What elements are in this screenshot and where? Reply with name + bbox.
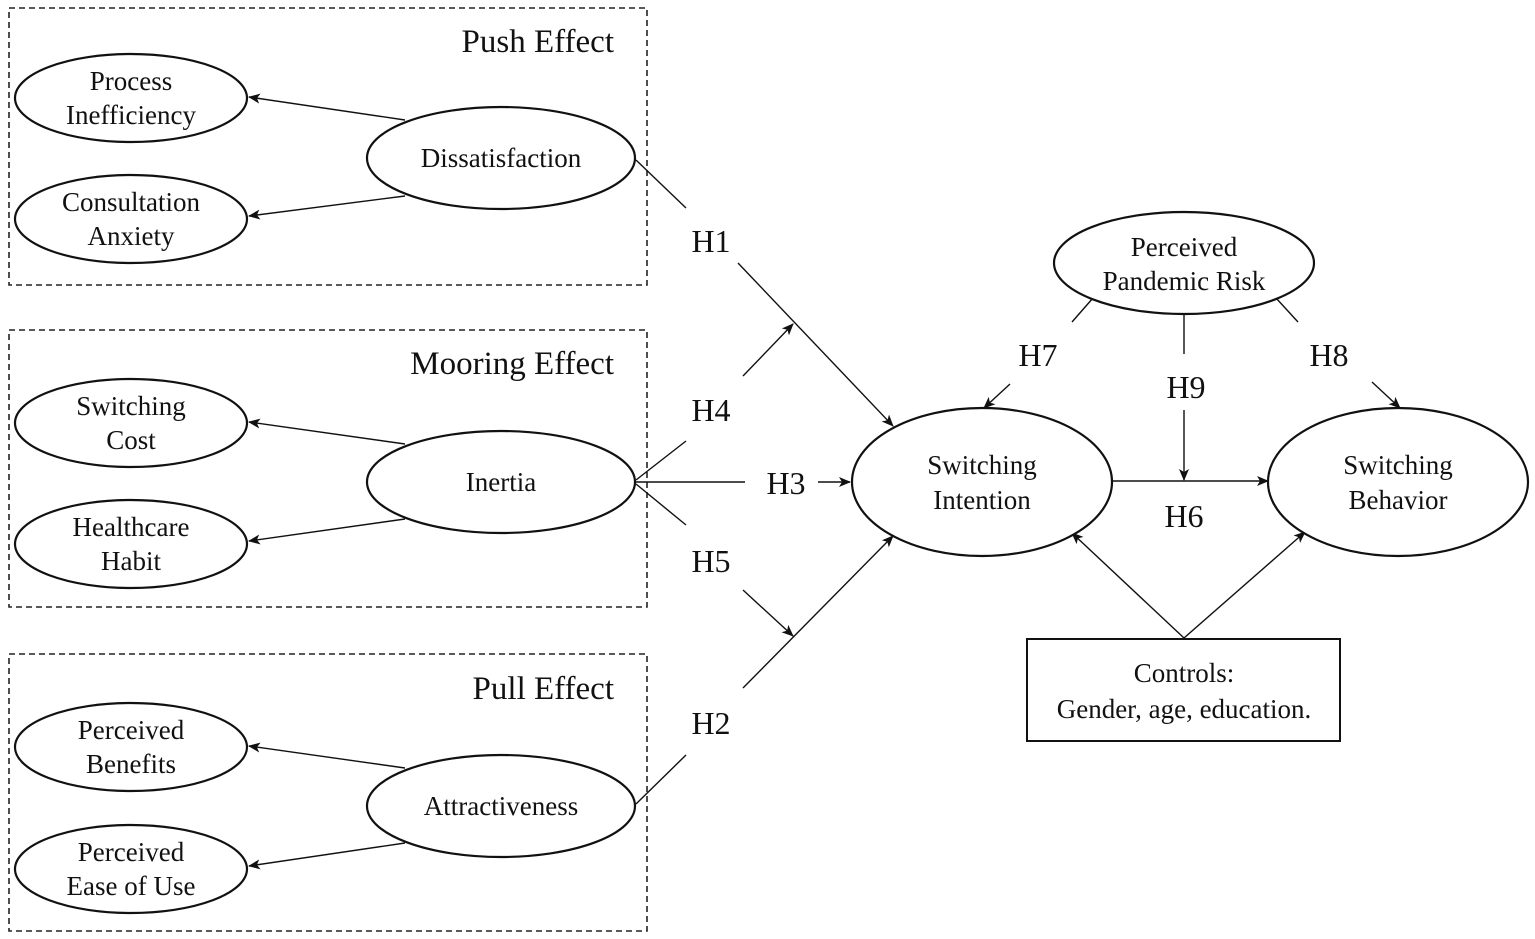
svg-text:Switching: Switching bbox=[1343, 450, 1453, 480]
mooring-effect-title: Mooring Effect bbox=[410, 346, 614, 382]
node-perceived-pandemic-risk: Perceived Pandemic Risk bbox=[1052, 210, 1316, 316]
edge-attractiveness-perceived-ease-of-use bbox=[248, 842, 406, 870]
svg-text:Benefits: Benefits bbox=[86, 749, 176, 779]
svg-text:Habit: Habit bbox=[101, 546, 161, 576]
svg-text:Ease of Use: Ease of Use bbox=[67, 871, 196, 901]
push-effect-group bbox=[8, 7, 648, 286]
edge-inertia-healthcare-habit bbox=[248, 518, 406, 545]
node-process-inefficiency: Process Inefficiency bbox=[13, 52, 249, 144]
node-attractiveness: Attractiveness bbox=[365, 753, 637, 859]
mooring-effect-group bbox=[8, 329, 648, 608]
edge-attractiveness-perceived-benefits bbox=[248, 742, 406, 769]
svg-text:Perceived: Perceived bbox=[78, 715, 185, 745]
h1-label: H1 bbox=[691, 223, 730, 259]
svg-text:Inefficiency: Inefficiency bbox=[66, 100, 196, 130]
edge-controls-switching-intention bbox=[1071, 532, 1185, 639]
node-consultation-anxiety: Consultation Anxiety bbox=[13, 173, 249, 265]
node-switching-intention: Switching Intention bbox=[850, 406, 1114, 558]
svg-text:Pandemic Risk: Pandemic Risk bbox=[1103, 266, 1266, 296]
node-perceived-benefits: Perceived Benefits bbox=[13, 701, 249, 793]
edge-h1-segment-b bbox=[737, 262, 894, 427]
h4-label: H4 bbox=[691, 392, 730, 428]
h5-label: H5 bbox=[691, 543, 730, 579]
h2-label: H2 bbox=[691, 705, 730, 741]
node-switching-behavior: Switching Behavior bbox=[1266, 406, 1530, 558]
push-effect-title: Push Effect bbox=[462, 24, 614, 60]
edge-dissatisfaction-process-inefficiency bbox=[248, 93, 406, 121]
svg-text:Behavior: Behavior bbox=[1349, 485, 1448, 515]
edge-inertia-switching-cost bbox=[248, 418, 406, 445]
node-healthcare-habit: Healthcare Habit bbox=[13, 498, 249, 590]
edge-h1-segment-a bbox=[635, 159, 687, 209]
svg-text:Gender, age, education.: Gender, age, education. bbox=[1057, 694, 1312, 724]
svg-text:Controls:: Controls: bbox=[1134, 658, 1235, 688]
edge-h8-segment-b bbox=[1371, 381, 1401, 409]
svg-text:Process: Process bbox=[90, 66, 173, 96]
edge-h4-segment-a bbox=[635, 440, 687, 481]
svg-text:Anxiety: Anxiety bbox=[88, 221, 175, 251]
edge-h2-segment-b bbox=[742, 535, 894, 689]
node-switching-cost: Switching Cost bbox=[13, 377, 249, 469]
pull-effect-title: Pull Effect bbox=[473, 671, 614, 707]
node-inertia: Inertia bbox=[365, 429, 637, 535]
h6-label: H6 bbox=[1164, 498, 1203, 534]
edge-dissatisfaction-consultation-anxiety bbox=[248, 195, 406, 220]
svg-text:Switching: Switching bbox=[76, 391, 186, 421]
svg-text:Dissatisfaction: Dissatisfaction bbox=[421, 143, 582, 173]
edge-controls-switching-behavior bbox=[1183, 531, 1306, 639]
svg-text:Attractiveness: Attractiveness bbox=[424, 791, 578, 821]
edge-h8-segment-a bbox=[1275, 297, 1299, 323]
h8-label: H8 bbox=[1309, 337, 1348, 373]
edge-h4-segment-b bbox=[742, 323, 794, 377]
svg-text:Inertia: Inertia bbox=[466, 467, 536, 497]
svg-text:Cost: Cost bbox=[106, 425, 156, 455]
svg-text:Consultation: Consultation bbox=[62, 187, 201, 217]
edge-h5-segment-a bbox=[635, 483, 687, 526]
edge-h7-segment-b bbox=[983, 383, 1011, 409]
edge-h5-segment-b bbox=[742, 589, 794, 637]
node-dissatisfaction: Dissatisfaction bbox=[365, 105, 637, 211]
edge-h7-segment-a bbox=[1071, 297, 1094, 323]
node-perceived-ease-of-use: Perceived Ease of Use bbox=[13, 823, 249, 915]
svg-text:Perceived: Perceived bbox=[78, 837, 185, 867]
h3-label: H3 bbox=[766, 465, 805, 501]
h9-label: H9 bbox=[1166, 369, 1205, 405]
svg-text:Perceived: Perceived bbox=[1131, 232, 1238, 262]
node-controls: Controls: Gender, age, education. bbox=[1026, 638, 1341, 742]
svg-text:Healthcare: Healthcare bbox=[73, 512, 190, 542]
svg-text:Switching: Switching bbox=[927, 450, 1037, 480]
edge-h2-segment-a bbox=[635, 754, 687, 805]
svg-text:Intention: Intention bbox=[933, 485, 1031, 515]
pull-effect-group bbox=[8, 653, 648, 932]
h7-label: H7 bbox=[1018, 337, 1057, 373]
